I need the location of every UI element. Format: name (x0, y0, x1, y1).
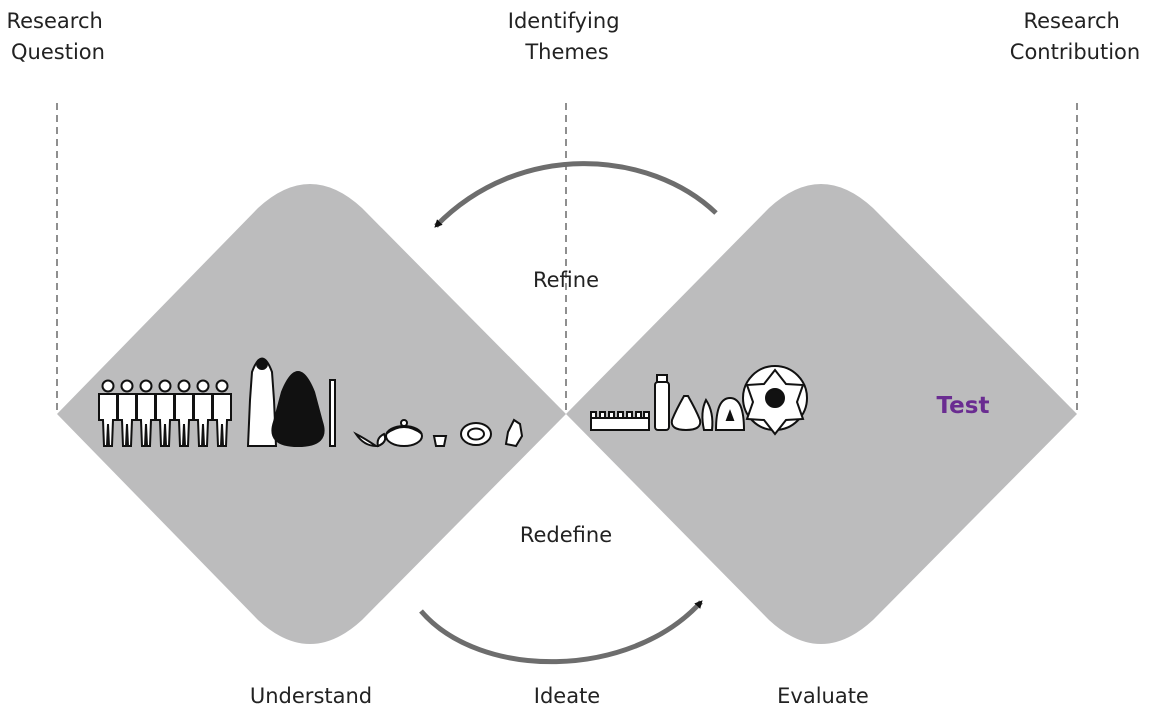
refine-arrow (434, 161, 718, 228)
star-seal-icon (742, 365, 808, 436)
research-question-line2: Question (11, 40, 105, 64)
identifying-themes-heading: Identifying Themes (508, 9, 626, 64)
ideate-arrow (419, 600, 703, 665)
staff-icon (329, 379, 336, 447)
research-question-heading: Research Question (6, 9, 109, 64)
evaluate-label: Evaluate (777, 684, 869, 708)
research-question-line1: Research (6, 9, 102, 33)
research-contribution-heading: Research Contribution (1010, 9, 1140, 64)
identifying-themes-line1: Identifying (508, 9, 620, 33)
refine-label: Refine (533, 268, 599, 292)
research-contribution-line2: Contribution (1010, 40, 1140, 64)
bottle-icon (654, 374, 670, 431)
research-contribution-line1: Research (1023, 9, 1119, 33)
ring-icon (460, 422, 492, 446)
pot-icon (385, 419, 423, 447)
people-group-icon (98, 379, 232, 447)
identifying-themes-line2: Themes (524, 40, 608, 64)
redefine-label: Redefine (520, 523, 612, 547)
brick-row-icon (590, 411, 650, 431)
ideate-label: Ideate (534, 684, 600, 708)
stone-icon (504, 418, 524, 448)
understand-label: Understand (250, 684, 372, 708)
evaluate-diamond (566, 184, 1077, 644)
test-label: Test (937, 393, 990, 419)
veiled-woman-icon (271, 371, 325, 448)
small-jar-icon (701, 398, 714, 431)
cup-icon (432, 435, 448, 447)
understand-icons (98, 357, 524, 448)
woman-bust-icon (714, 396, 746, 431)
standing-man-icon (246, 357, 278, 447)
leaves-icon (353, 431, 387, 448)
vessel-icon (670, 395, 702, 432)
evaluate-icons (590, 365, 808, 436)
